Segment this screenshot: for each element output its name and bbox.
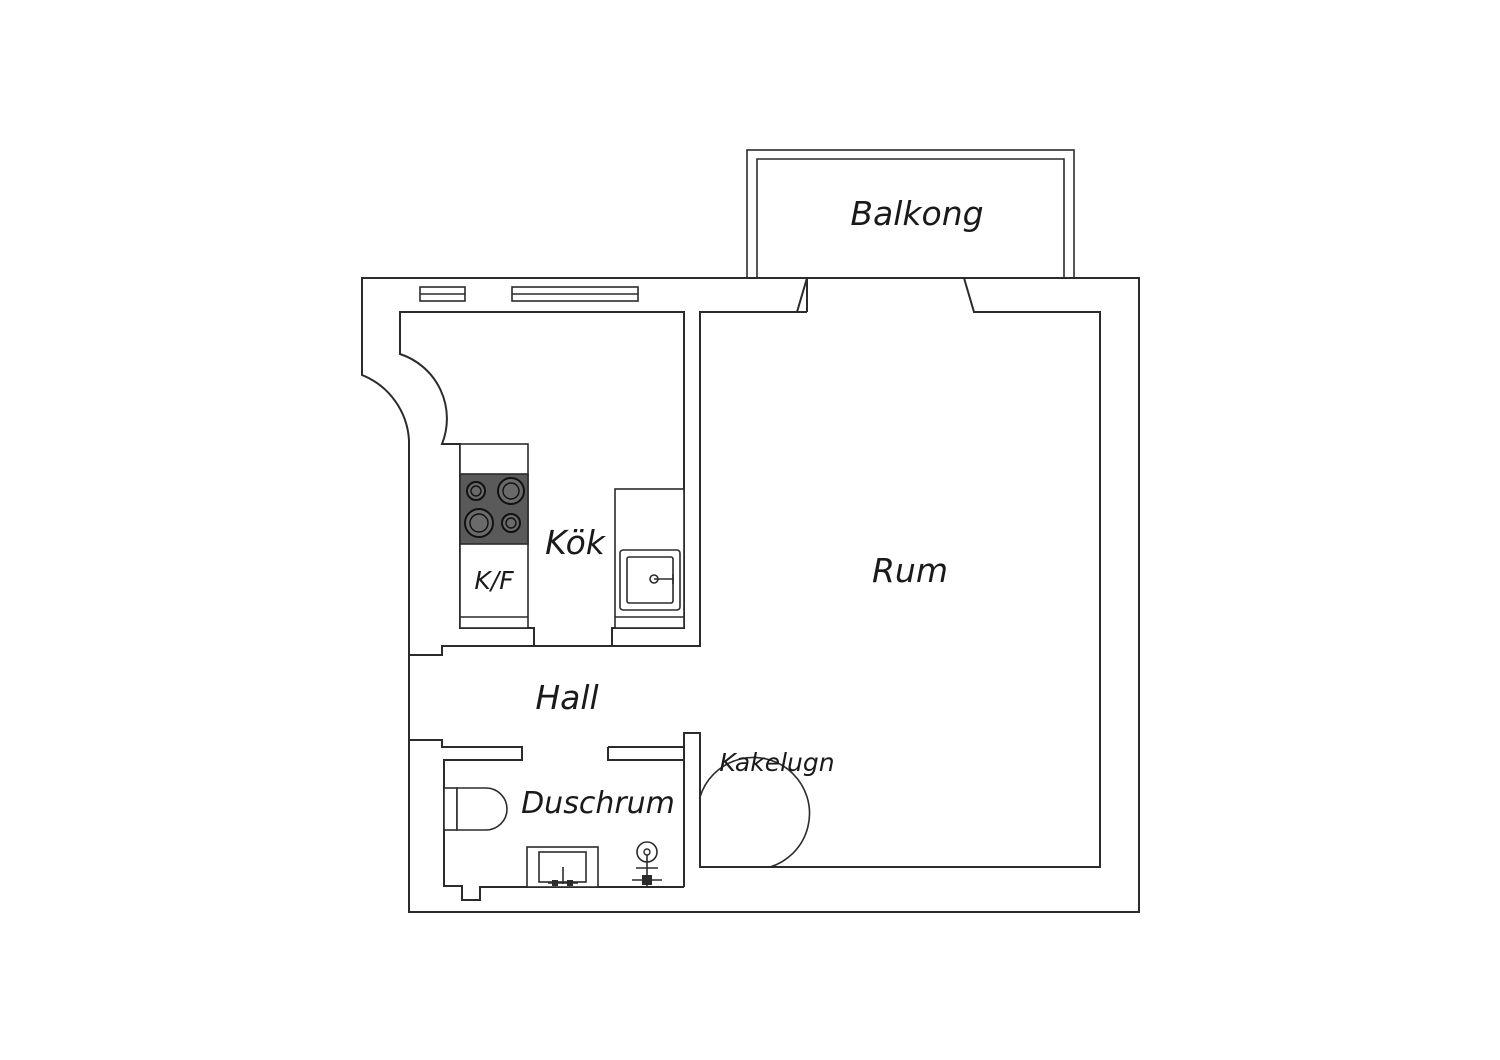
- sink-icon: [619, 549, 681, 611]
- balcony-label: Balkong: [850, 194, 983, 233]
- living-room-wall: [683, 277, 1101, 887]
- tiled-stove-icon: [699, 756, 811, 868]
- stove-icon: [459, 473, 529, 545]
- kitchen-label: Kök: [545, 523, 607, 562]
- window-icon: [419, 286, 639, 302]
- living-room-label: Rum: [872, 551, 948, 590]
- kitchen-inner-wall: [399, 311, 685, 647]
- washbasin-icon: [526, 846, 599, 888]
- shower-room-label: Duschrum: [521, 786, 675, 821]
- tiled-stove-label: Kakelugn: [719, 748, 834, 777]
- shower-icon: [632, 841, 662, 887]
- hall-wall: [409, 311, 807, 656]
- fridge-freezer-label: K/F: [474, 566, 514, 595]
- hall-label: Hall: [535, 678, 598, 717]
- toilet-icon: [443, 787, 508, 831]
- outer-wall: [361, 277, 1140, 913]
